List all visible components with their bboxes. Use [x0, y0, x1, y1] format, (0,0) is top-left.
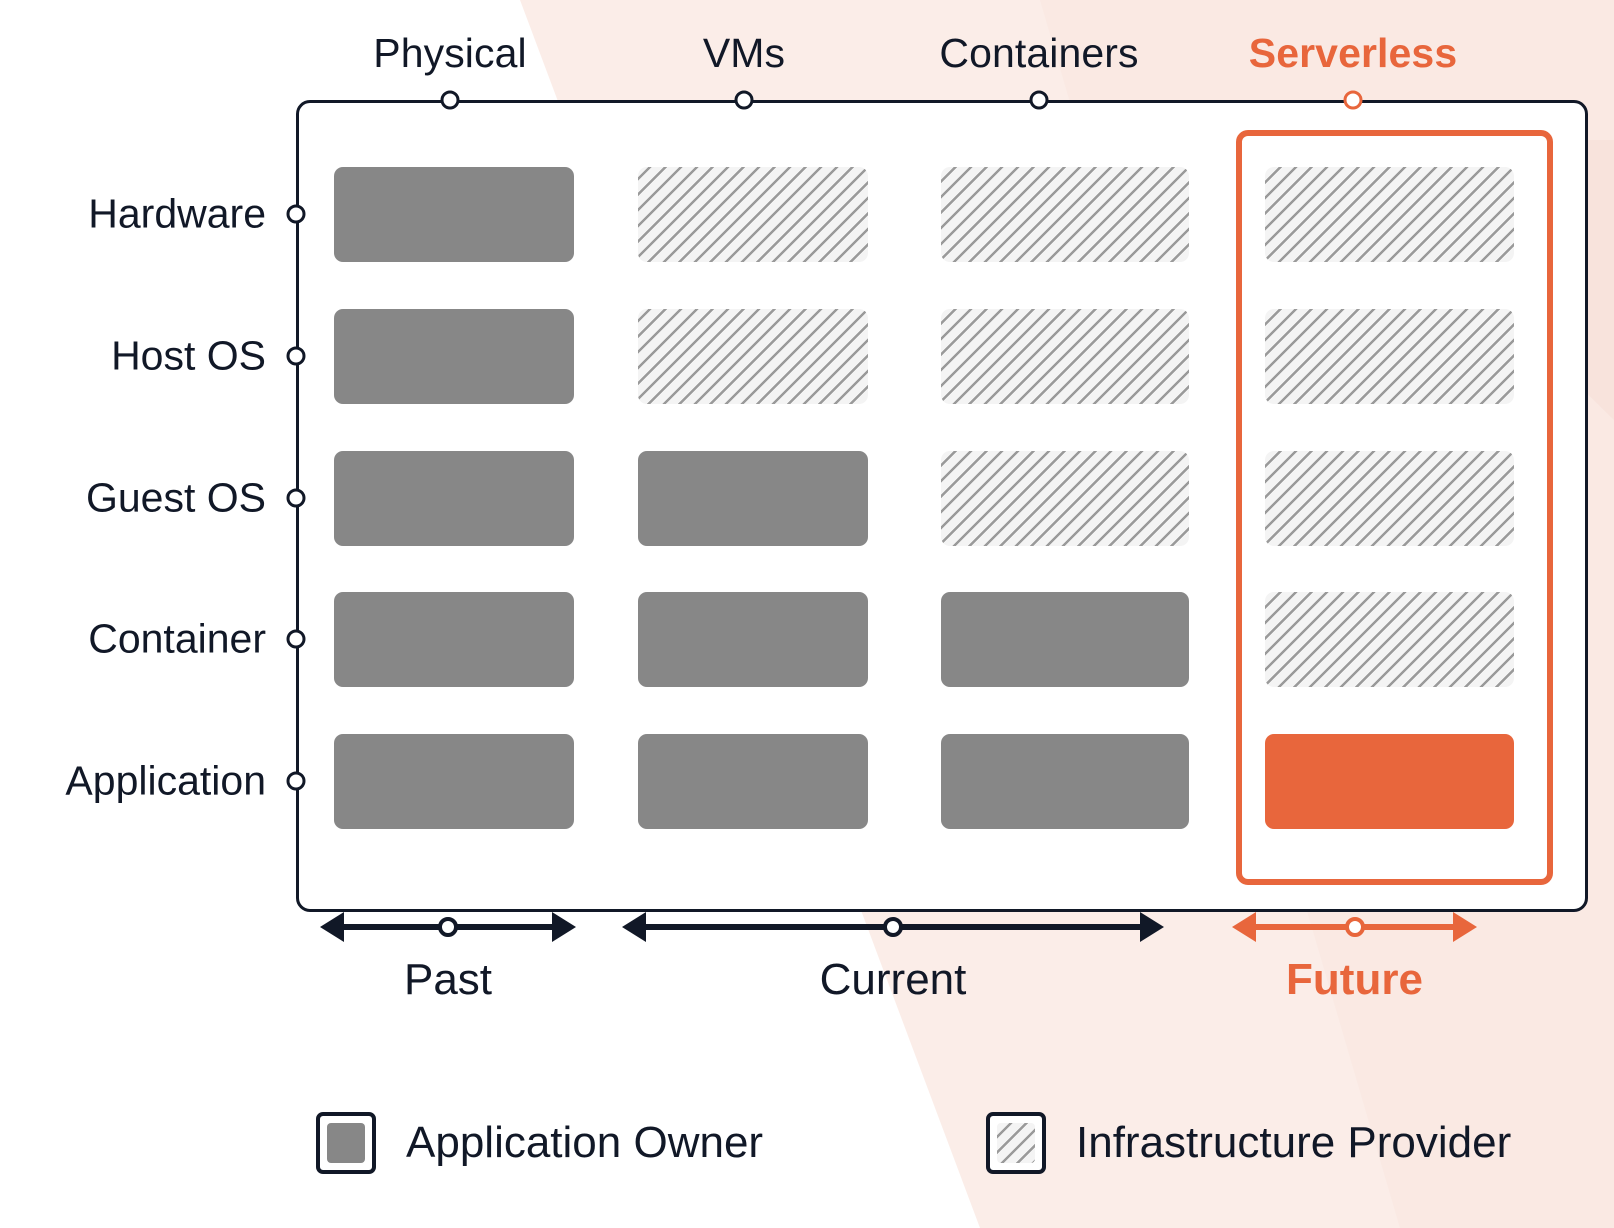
arrow-head-left-icon — [622, 912, 646, 942]
cell-vms-hardware-provider — [638, 166, 868, 262]
column-node-physical — [440, 90, 460, 110]
column-node-vms — [734, 90, 754, 110]
cell-physical-container-owner — [334, 591, 574, 687]
cell-physical-host-os-owner — [334, 308, 574, 404]
cell-vms-guest-os-owner — [638, 450, 868, 546]
column-header-vms: VMs — [702, 30, 786, 76]
legend-item-provider: Infrastructure Provider — [986, 1112, 1511, 1174]
arrow-head-left-icon — [1232, 912, 1256, 942]
cell-serverless-host-os-provider — [1265, 308, 1514, 404]
cell-serverless-container-provider — [1265, 591, 1514, 687]
legend-label-owner: Application Owner — [406, 1118, 764, 1167]
arrow-node — [1344, 917, 1365, 937]
cell-containers-container-owner — [941, 591, 1189, 687]
cell-serverless-application-accent — [1265, 733, 1514, 829]
provider-fill — [997, 1123, 1035, 1163]
cell-serverless-guest-os-provider — [1265, 450, 1514, 546]
cell-serverless-hardware-provider — [1265, 166, 1514, 262]
column-header-physical: Physical — [373, 30, 527, 76]
era-arrow-future — [1232, 903, 1477, 949]
cell-physical-guest-os-owner — [334, 450, 574, 546]
column-node-containers — [1029, 90, 1049, 110]
era-label-future: Future — [1286, 955, 1423, 1004]
cell-vms-application-owner — [638, 733, 868, 829]
column-node-serverless — [1343, 90, 1363, 110]
cell-physical-application-owner — [334, 733, 574, 829]
cell-vms-container-owner — [638, 591, 868, 687]
arrow-node — [883, 917, 903, 937]
row-node-hardware — [286, 204, 306, 224]
row-label-host-os: Host OS — [111, 332, 266, 379]
legend-item-owner: Application Owner — [316, 1112, 763, 1174]
cell-physical-hardware-owner — [334, 166, 574, 262]
cell-vms-host-os-provider — [638, 308, 868, 404]
cell-containers-host-os-provider — [941, 308, 1189, 404]
arrow-head-left-icon — [320, 912, 344, 942]
solid-gray-swatch — [316, 1112, 376, 1174]
era-label-past: Past — [403, 955, 493, 1004]
cell-containers-application-owner — [941, 733, 1189, 829]
arrow-head-right-icon — [552, 912, 576, 942]
hatched-swatch — [986, 1112, 1046, 1174]
owner-fill — [327, 1123, 365, 1163]
row-node-container — [286, 629, 306, 649]
column-header-containers: Containers — [939, 30, 1139, 76]
row-label-guest-os: Guest OS — [85, 474, 266, 521]
era-arrow-past — [320, 903, 576, 949]
legend-label-provider: Infrastructure Provider — [1076, 1118, 1512, 1167]
arrow-node — [438, 917, 458, 937]
cell-containers-hardware-provider — [941, 166, 1189, 262]
arrow-head-right-icon — [1140, 912, 1164, 942]
row-label-application: Application — [65, 757, 266, 804]
row-node-guest-os — [286, 488, 306, 508]
arrow-head-right-icon — [1453, 912, 1477, 942]
era-arrow-current — [622, 903, 1164, 949]
row-node-host-os — [286, 346, 306, 366]
row-node-application — [286, 771, 306, 791]
cell-containers-guest-os-provider — [941, 450, 1189, 546]
row-label-container: Container — [88, 615, 266, 662]
era-label-current: Current — [819, 955, 967, 1004]
column-header-serverless: Serverless — [1248, 30, 1458, 76]
row-label-hardware: Hardware — [88, 190, 266, 237]
